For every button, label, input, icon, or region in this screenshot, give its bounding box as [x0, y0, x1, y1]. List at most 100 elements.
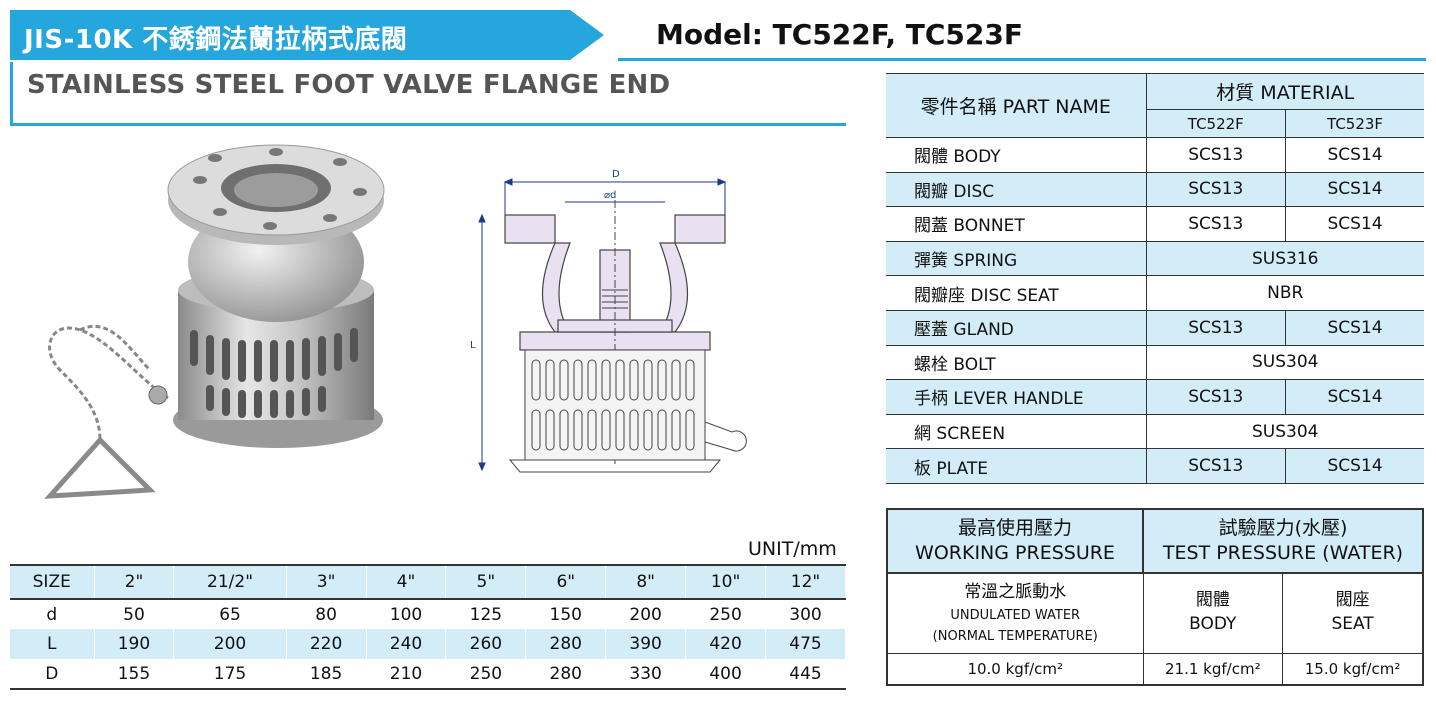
size-row-d: d 50 65 80 100 125 150 200 250 300: [10, 599, 847, 629]
size-cell: 210: [366, 659, 447, 690]
size-cell: 330: [605, 659, 687, 690]
body-test-value: 21.1 kgf/cm²: [1142, 652, 1284, 686]
water-condition: 常溫之脈動水 UNDULATED WATER (NORMAL TEMPERATU…: [886, 572, 1144, 654]
dim-label-D: D: [612, 169, 620, 180]
model-header-row: TC522F TC523F: [886, 109, 1424, 138]
size-cell: 185: [286, 659, 367, 690]
size-cell: 200: [605, 599, 687, 629]
size-cell: d: [10, 599, 95, 629]
size-cell: 475: [765, 629, 847, 659]
material-table: 零件名稱 PART NAME 材質 MATERIAL TC522F TC523F…: [886, 73, 1424, 484]
material-row: 壓蓋 GLAND SCS13 SCS14: [886, 309, 1424, 346]
size-cell: 65: [173, 599, 287, 629]
test-pressure-zh: 試驗壓力(水壓): [1218, 517, 1348, 540]
size-cell: 420: [685, 629, 766, 659]
condition-zh: 常溫之脈動水: [964, 581, 1067, 602]
pressure-label-row: 常溫之脈動水 UNDULATED WATER (NORMAL TEMPERATU…: [886, 572, 1424, 654]
dim-label-L: L: [470, 340, 476, 351]
size-header-cell: 10": [685, 564, 766, 600]
size-header-cell: 6": [525, 564, 607, 600]
material-row: 閥體 BODY SCS13 SCS14: [886, 137, 1424, 173]
banner-arrow: [570, 10, 604, 60]
part-name: 螺栓 BOLT: [886, 344, 1147, 381]
header-rule: [618, 58, 1426, 61]
size-header-cell: 5": [445, 564, 527, 600]
size-cell: 390: [605, 629, 687, 659]
material-value: SCS14: [1285, 309, 1424, 346]
size-cell: 280: [525, 659, 607, 690]
part-name: 手柄 LEVER HANDLE: [886, 379, 1147, 415]
size-table: SIZE 2" 21/2" 3" 4" 5" 6" 8" 10" 12" d 5…: [10, 564, 847, 690]
size-cell: 50: [94, 599, 175, 629]
material-value: SCS13: [1146, 206, 1287, 242]
working-pressure-zh: 最高使用壓力: [957, 517, 1072, 540]
seat-label: 閥座 SEAT: [1282, 572, 1424, 654]
part-name-header: 零件名稱 PART NAME: [886, 73, 1147, 138]
material-value: SCS13: [1146, 448, 1287, 484]
material-value: NBR: [1146, 275, 1424, 311]
size-row-D: D 155 175 185 210 250 280 330 400 445: [10, 659, 847, 690]
size-cell: 125: [445, 599, 527, 629]
unit-label: UNIT/mm: [748, 538, 837, 560]
size-cell: 260: [445, 629, 527, 659]
dim-label-d: ⌀d: [604, 190, 616, 201]
part-name: 閥體 BODY: [886, 137, 1147, 173]
size-cell: 80: [286, 599, 367, 629]
seat-test-value: 15.0 kgf/cm²: [1282, 652, 1424, 686]
size-cell: 250: [685, 599, 766, 629]
page-subtitle: STAINLESS STEEL FOOT VALVE FLANGE END: [27, 70, 671, 100]
cross-section-drawing: D ⌀d L: [470, 169, 747, 473]
material-value: SCS13: [1146, 137, 1287, 173]
body-label-en: BODY: [1189, 614, 1237, 635]
material-value: SCS14: [1285, 137, 1424, 173]
material-header: 材質 MATERIAL: [1145, 73, 1424, 110]
working-pressure-value: 10.0 kgf/cm²: [886, 652, 1144, 686]
material-value: SCS13: [1146, 309, 1287, 346]
model-header-tc523f: TC523F: [1285, 109, 1424, 138]
size-header-cell: SIZE: [10, 564, 95, 600]
part-name: 閥瓣座 DISC SEAT: [886, 275, 1147, 311]
model-number: Model: TC522F, TC523F: [656, 18, 1024, 51]
size-table-header: SIZE 2" 21/2" 3" 4" 5" 6" 8" 10" 12": [10, 564, 847, 600]
pressure-value-row: 10.0 kgf/cm² 21.1 kgf/cm² 15.0 kgf/cm²: [886, 652, 1424, 686]
material-row: 閥蓋 BONNET SCS13 SCS14: [886, 206, 1424, 242]
body-label-zh: 閥體: [1195, 590, 1230, 611]
size-cell: D: [10, 659, 95, 690]
material-row: 彈簧 SPRING SUS316: [886, 240, 1424, 277]
body-label: 閥體 BODY: [1142, 572, 1284, 654]
size-row-L: L 190 200 220 240 260 280 390 420 475: [10, 629, 847, 659]
test-pressure-en: TEST PRESSURE (WATER): [1162, 542, 1404, 564]
size-cell: 280: [525, 629, 607, 659]
size-cell: 220: [286, 629, 367, 659]
material-row: 閥瓣座 DISC SEAT NBR: [886, 275, 1424, 311]
title-banner: JIS-10K 不銹鋼法蘭拉柄式底閥: [10, 10, 638, 60]
part-name: 板 PLATE: [886, 448, 1147, 484]
size-header-cell: 12": [765, 564, 847, 600]
size-header-cell: 21/2": [173, 564, 287, 600]
size-cell: 100: [366, 599, 447, 629]
part-name: 網 SCREEN: [886, 413, 1147, 450]
part-name: 閥瓣 DISC: [886, 171, 1147, 208]
test-pressure-header: 試驗壓力(水壓) TEST PRESSURE (WATER): [1142, 508, 1424, 574]
size-header-cell: 8": [605, 564, 687, 600]
working-pressure-header: 最高使用壓力 WORKING PRESSURE: [886, 508, 1144, 574]
size-header-cell: 3": [286, 564, 367, 600]
material-value: SCS14: [1285, 448, 1424, 484]
material-value: SCS14: [1285, 206, 1424, 242]
material-row: 網 SCREEN SUS304: [886, 413, 1424, 450]
size-cell: 155: [94, 659, 175, 690]
seat-label-en: SEAT: [1331, 614, 1374, 635]
product-photo: [44, 144, 385, 499]
seat-label-zh: 閥座: [1335, 590, 1370, 611]
material-value: SCS14: [1285, 171, 1424, 208]
size-header-cell: 2": [94, 564, 175, 600]
page-title: JIS-10K 不銹鋼法蘭拉柄式底閥: [10, 10, 570, 60]
size-header-cell: 4": [366, 564, 447, 600]
size-cell: 250: [445, 659, 527, 690]
pressure-table: 最高使用壓力 WORKING PRESSURE 試驗壓力(水壓) TEST PR…: [886, 508, 1424, 686]
part-name: 閥蓋 BONNET: [886, 206, 1147, 242]
size-cell: 240: [366, 629, 447, 659]
part-name: 彈簧 SPRING: [886, 240, 1147, 277]
size-cell: 150: [525, 599, 607, 629]
subtitle-box: STAINLESS STEEL FOOT VALVE FLANGE END: [10, 62, 846, 126]
